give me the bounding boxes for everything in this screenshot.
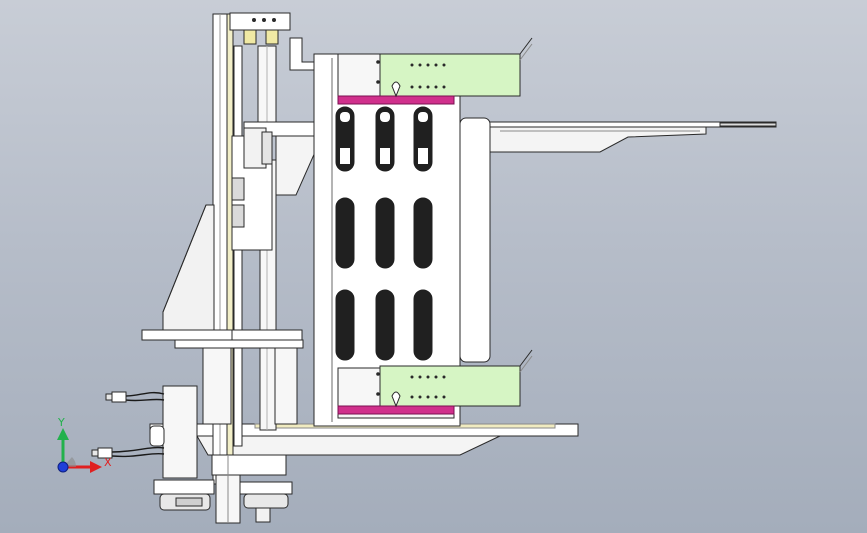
lower-sensor-bracket — [337, 349, 533, 415]
y-axis-label: Y — [57, 416, 65, 429]
coordinate-triad-icon: Y X — [57, 416, 112, 473]
motor-housing — [149, 385, 215, 511]
plate-slots — [335, 106, 433, 361]
slot-highlights — [340, 112, 428, 164]
mast-collar — [141, 329, 304, 425]
carriage — [231, 121, 317, 251]
assembly-drawing — [91, 12, 777, 524]
upper-sensor-bracket — [337, 37, 533, 105]
lower-sensor-dots — [376, 372, 446, 399]
base-platform — [149, 423, 579, 456]
top-cap — [229, 12, 317, 71]
connector-lower — [91, 447, 113, 459]
support-web — [162, 204, 215, 331]
extension-arm — [487, 121, 777, 153]
upper-sensor-dots — [376, 60, 446, 89]
x-axis-label: X — [104, 456, 112, 469]
bottom-drive — [211, 454, 293, 524]
connector-upper — [105, 391, 127, 403]
cables — [111, 391, 165, 458]
